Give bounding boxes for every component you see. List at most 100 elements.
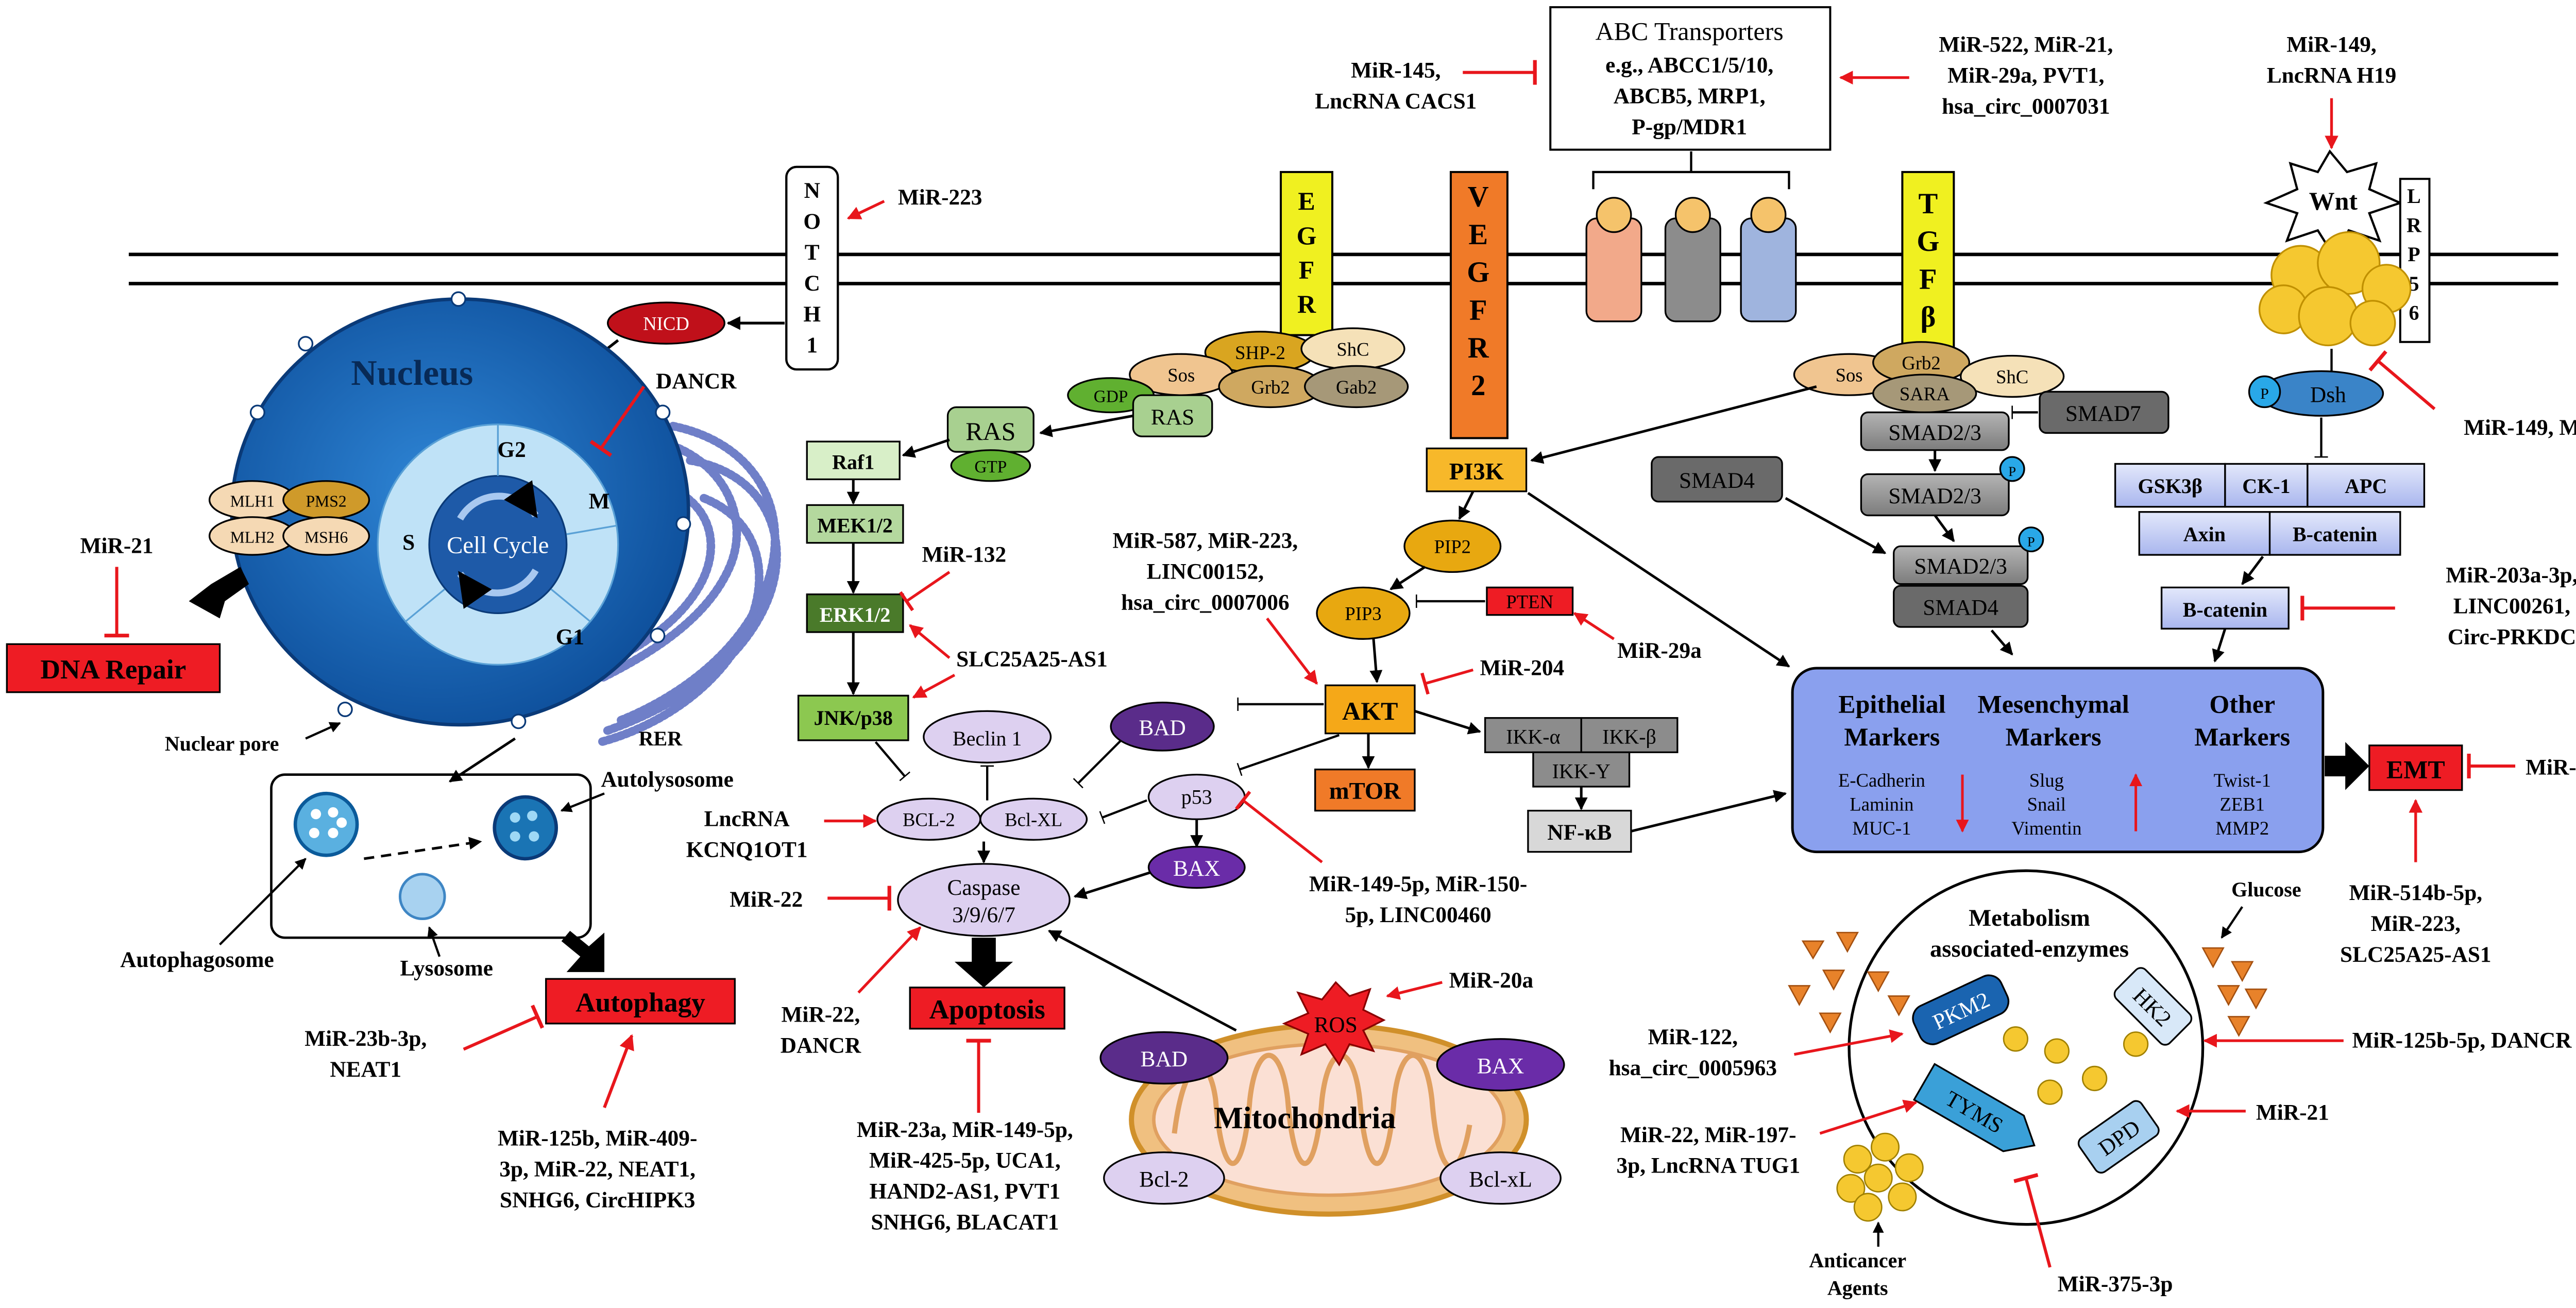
abc-pumps xyxy=(1585,197,1797,322)
autophagy-box xyxy=(545,978,736,1025)
dancr-label: DANCR xyxy=(656,369,737,394)
caspase-to-apoptosis-arrow xyxy=(954,938,1013,988)
mtor-box xyxy=(1314,768,1416,812)
hk2-enzyme: HK2 xyxy=(2113,967,2193,1046)
autophagosome xyxy=(293,791,359,857)
mlh2-label: MLH2 xyxy=(230,529,275,547)
egfr-receptor xyxy=(1280,171,1334,336)
autophagy-inhibition xyxy=(463,1005,545,1051)
smad4-free-label: SMAD4 xyxy=(1679,468,1755,493)
mito-bad-label: BAD xyxy=(1141,1047,1188,1072)
bad-label: BAD xyxy=(1139,716,1185,740)
vegfr-letter: G xyxy=(1467,257,1489,288)
gab2-label: Gab2 xyxy=(1336,377,1377,398)
mtor-label: mTOR xyxy=(1329,777,1401,804)
autophagy-act-line2: 3p, MiR-22, NEAT1, xyxy=(499,1157,696,1181)
nuclear-pore-label: Nuclear pore xyxy=(165,732,279,755)
complex-to-bcat-arrow xyxy=(2241,555,2264,585)
mir29a-to-pten-arrow xyxy=(1573,612,1615,640)
frizzled-cloud xyxy=(2258,231,2412,347)
emt-box xyxy=(2368,744,2463,791)
autophagy-act-line1: MiR-125b, MiR-409- xyxy=(498,1126,697,1150)
epithelial-item-3: MUC-1 xyxy=(1852,818,1911,839)
bcat-to-markers-arrow xyxy=(2212,628,2227,663)
epithelial-item-1: E-Cadherin xyxy=(1838,770,1925,791)
notch-letter: N xyxy=(804,178,820,203)
dpd-act-label: MiR-21 xyxy=(2256,1100,2329,1125)
beclin1-label: Beclin 1 xyxy=(953,727,1022,750)
ikka-label: IKK-α xyxy=(1506,725,1560,749)
notch-letter: T xyxy=(805,240,820,265)
nfkb-to-markers-arrow xyxy=(1631,790,1787,833)
akt-box xyxy=(1325,684,1416,735)
wnt-reg-line1: MiR-149, xyxy=(2286,32,2376,57)
smad23-to-complex-arrow xyxy=(1934,514,1955,542)
notch-letter: H xyxy=(803,302,821,327)
bax-to-caspase-arrow xyxy=(1073,871,1151,899)
slc-label: SLC25A25-AS1 xyxy=(956,647,1108,672)
tyms-activation xyxy=(1819,1099,1918,1135)
dancr-inhibition xyxy=(589,385,646,457)
smad23-p-badge xyxy=(1999,456,2025,482)
mir22-dancr-line1: MiR-22, xyxy=(782,1002,860,1027)
wnt-reg-line2: LncRNA H19 xyxy=(2267,63,2396,88)
hk2-act-label: MiR-125b-5p, DANCR xyxy=(2352,1028,2572,1052)
autolysosome xyxy=(493,795,558,861)
ros-label: ROS xyxy=(1314,1012,1358,1037)
bcat-inhib-line3: Circ-PRKDC xyxy=(2448,624,2576,649)
akt-activators-line1: MiR-587, MiR-223, xyxy=(1113,529,1298,553)
mir223-notch-arrow xyxy=(846,200,885,220)
pip2-to-pip3-arrow xyxy=(1389,566,1426,590)
other-title-1: Other xyxy=(2209,690,2275,719)
autophagy-big-arrow xyxy=(561,930,605,972)
tgfb-letter: T xyxy=(1918,188,1938,220)
emt-act-line2: MiR-223, xyxy=(2371,911,2461,936)
tgfb-shc-label: ShC xyxy=(1996,366,2028,387)
jnk-box xyxy=(797,694,909,741)
nucleus-to-dna-repair-arrow xyxy=(189,567,249,619)
caspase-line2: 3/9/6/7 xyxy=(952,903,1015,927)
epithelial-title-1: Epithelial xyxy=(1838,690,1945,719)
tgfb-letter: G xyxy=(1917,226,1939,258)
abc-line2: e.g., ABCC1/5/10, xyxy=(1605,53,1773,78)
autolysosome-pointer xyxy=(560,792,605,812)
egfr-letter: E xyxy=(1298,186,1315,215)
abc-bracket xyxy=(1592,151,1790,190)
mir21-dna-label: MiR-21 xyxy=(80,534,154,558)
bax-label: BAX xyxy=(1173,856,1220,881)
nuclear-pore-pointer xyxy=(305,722,341,740)
dsh-p-badge xyxy=(2248,375,2281,409)
erk-box xyxy=(806,593,904,633)
pkm2-activation xyxy=(1793,1029,1904,1056)
rer-label: RER xyxy=(639,727,683,750)
markers-to-emt-arrow xyxy=(2325,742,2369,790)
ras-inactive-label: RAS xyxy=(1151,405,1194,430)
apop-inhib-line4: SNHG6, BLACAT1 xyxy=(871,1210,1059,1235)
smad-to-markers-arrow xyxy=(1990,630,2013,656)
autolysosome-label: Autolysosome xyxy=(601,767,733,792)
smad23-complex-label: SMAD2/3 xyxy=(1914,554,2007,579)
pip3-label: PIP3 xyxy=(1345,603,1381,624)
bclxl-label: Bcl-XL xyxy=(1005,809,1062,830)
abc-box xyxy=(1549,6,1832,151)
lrp56-receptor xyxy=(2399,178,2431,343)
bax-node xyxy=(1147,845,1246,889)
metabolism-title-2: associated-enzymes xyxy=(1930,936,2129,962)
tyms-inhib-label: MiR-375-3p xyxy=(2058,1272,2173,1297)
autophagy-inhib-line2: NEAT1 xyxy=(330,1057,401,1082)
vegfr-letter: E xyxy=(1468,219,1488,251)
bcl2-label: BCL-2 xyxy=(903,809,955,830)
mito-to-caspase-arrow xyxy=(1047,929,1237,1032)
nucleus-title: Nucleus xyxy=(351,353,473,393)
caspase-node xyxy=(897,863,1071,937)
anticancer-line1: Anticancer xyxy=(1809,1249,1906,1272)
slc-to-jnk-arrow xyxy=(912,673,956,699)
tyms-act-line2: 3p, LncRNA TUG1 xyxy=(1617,1153,1801,1178)
ras-activation-arrow xyxy=(1039,414,1133,437)
abc-inhib-line2: LncRNA CACS1 xyxy=(1315,89,1477,114)
cell-cycle-label: Cell Cycle xyxy=(447,532,549,559)
